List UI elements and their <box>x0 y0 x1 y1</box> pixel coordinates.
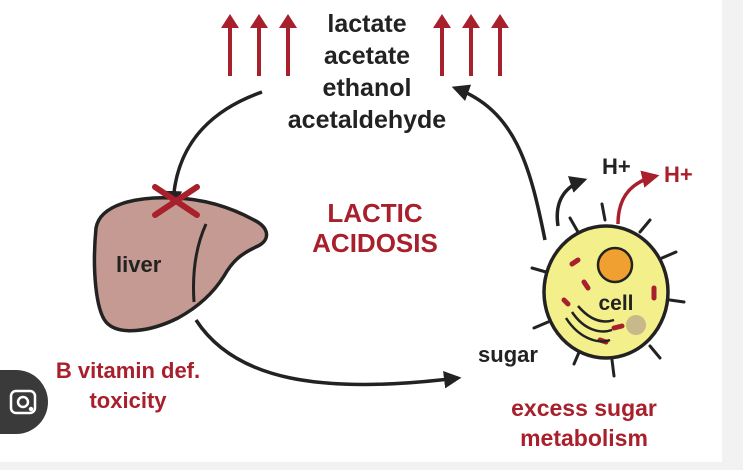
cell-illustration <box>530 202 686 378</box>
cell-vesicle <box>626 315 646 335</box>
center-label-line1: LACTIC <box>327 198 423 228</box>
arrow-cell-to-metabolites <box>451 84 547 241</box>
cell-golgi <box>564 305 615 343</box>
up-arrow-icon <box>250 14 268 76</box>
up-arrow-icon <box>433 14 451 76</box>
arrow-liver-to-sugar <box>194 319 462 389</box>
lens-icon <box>9 389 37 415</box>
up-arrow-icon <box>221 14 239 76</box>
metabolite-lactate: lactate <box>327 10 406 38</box>
liver-label: liver <box>116 252 162 277</box>
x-block-icon <box>152 184 200 218</box>
metabolite-ethanol: ethanol <box>323 74 412 102</box>
liver-cause-toxicity: toxicity <box>89 388 167 413</box>
cell-nucleus <box>596 246 634 284</box>
proton-label-red: H+ <box>664 162 693 187</box>
cell-process-line1: excess sugar <box>511 395 657 421</box>
increase-arrows-right <box>433 14 509 76</box>
up-arrow-icon <box>279 14 297 76</box>
arrow-to-liver <box>164 90 263 209</box>
increase-arrows-left <box>221 14 297 76</box>
liver-lobe-line <box>192 223 208 303</box>
proton-arrow-red <box>616 170 660 225</box>
cell-process-line2: metabolism <box>520 425 648 451</box>
center-label-line2: ACIDOSIS <box>312 228 438 258</box>
liver-cause-b-vitamin: B vitamin def. <box>56 358 200 383</box>
metabolite-acetaldehyde: acetaldehyde <box>288 106 447 134</box>
up-arrow-icon <box>462 14 480 76</box>
proton-arrow-dark <box>555 176 588 227</box>
cell-label: cell <box>598 292 633 315</box>
up-arrow-icon <box>491 14 509 76</box>
proton-label-dark: H+ <box>602 154 631 179</box>
sugar-label: sugar <box>478 342 538 367</box>
metabolite-acetate: acetate <box>324 42 410 70</box>
